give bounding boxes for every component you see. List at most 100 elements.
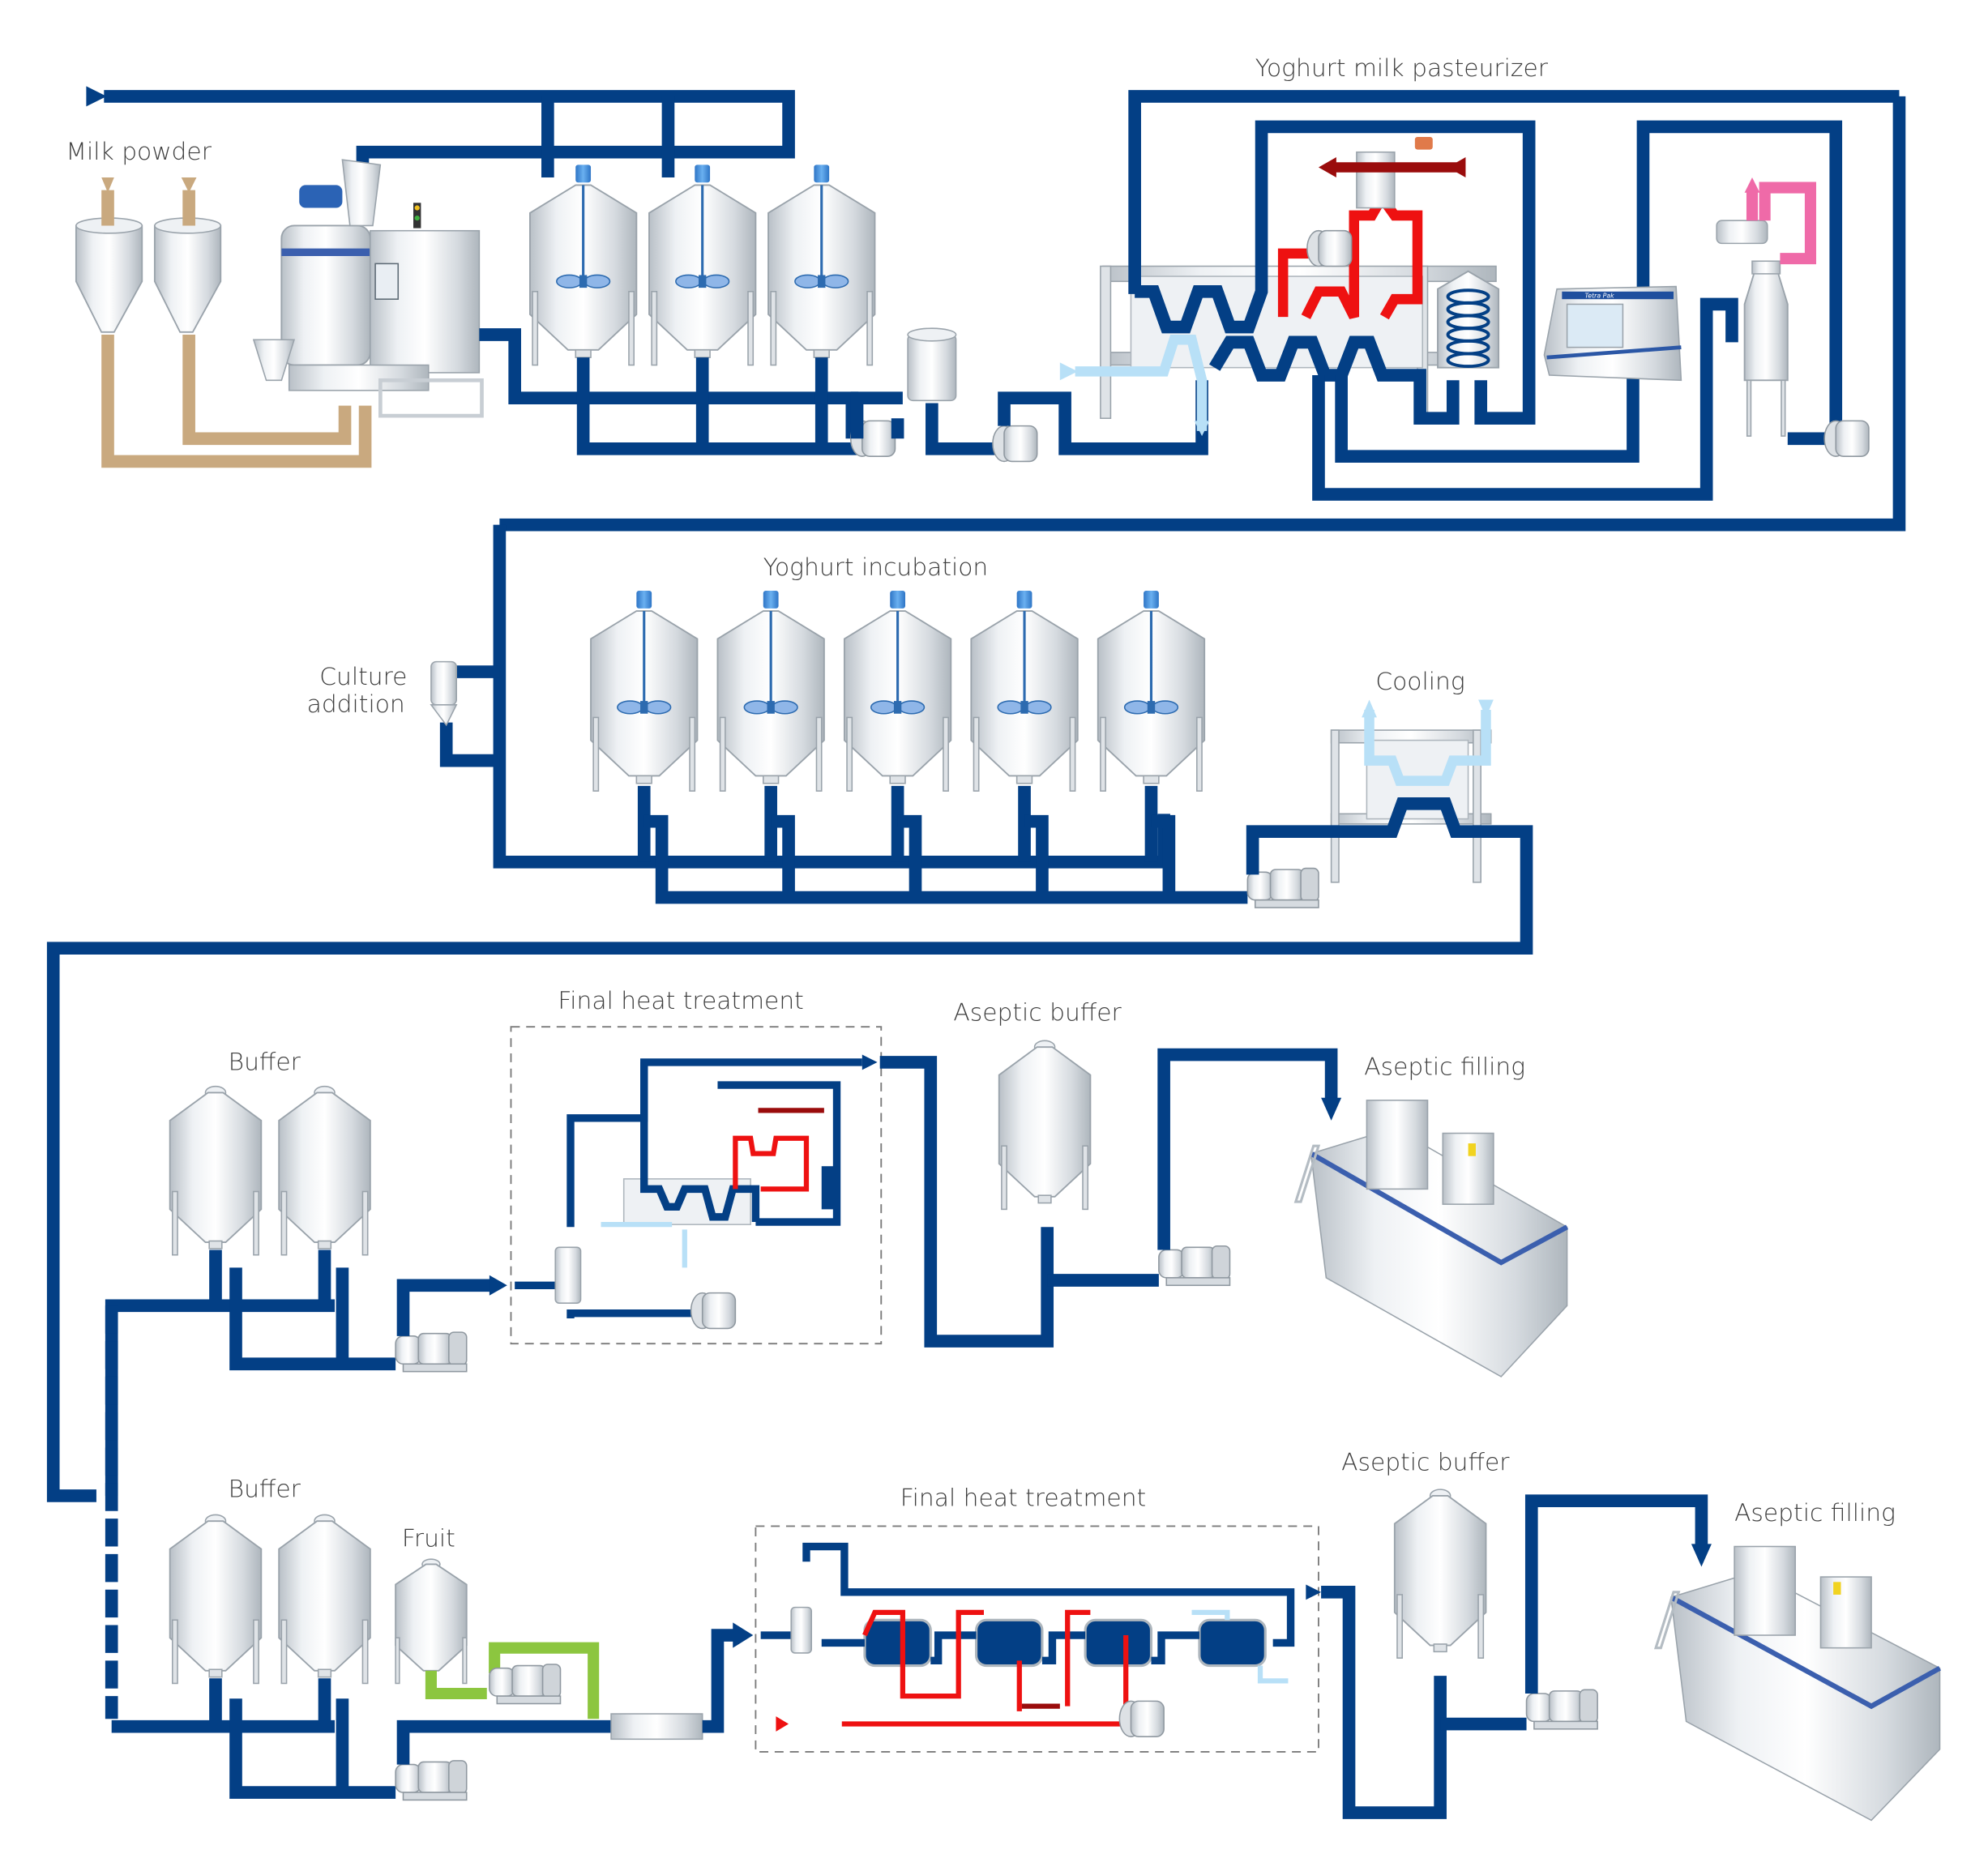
pipe-to-aseptic-buffer-a (879, 1056, 1054, 1348)
pipe-buffer-b-in (111, 1678, 336, 1733)
steam-heater (1318, 136, 1466, 209)
label-aseptic-buffer-2: Aseptic buffer (1341, 1449, 1510, 1477)
aseptic-buffer-tank-b (1393, 1489, 1487, 1660)
pump-2 (992, 425, 1038, 463)
aseptic-pump-b (1525, 1689, 1598, 1730)
pipe-tank-feed (541, 96, 675, 178)
cooling-water-in-arrow-icon (1059, 362, 1078, 381)
buffer-tank-b1 (169, 1514, 263, 1685)
label-buffer-2: Buffer (229, 1476, 301, 1504)
incubation-tank-3 (843, 589, 952, 792)
pipe-to-aseptic-buffer-b (1321, 1586, 1447, 1819)
arrow-heat-b-in-icon (733, 1622, 754, 1648)
pipe-vacuum (1746, 182, 1816, 265)
section-line-b: Buffer Fruit Final heat treatment (105, 1305, 1942, 1822)
label-culture-1: Culture (319, 663, 407, 691)
pipe-to-pasteurizer (998, 380, 1208, 455)
pipe-to-filler-a (1157, 1048, 1338, 1250)
arrow-filler-b-icon (1691, 1544, 1712, 1567)
incubation-tank-2 (716, 589, 826, 792)
mix-tank-2 (648, 163, 757, 367)
control-valve-icon (1414, 136, 1433, 150)
filling-machine-a (1293, 1100, 1569, 1378)
pipe-powder-out (101, 334, 372, 468)
section-line-a: Buffer Final heat treatment Aseptic buff… (105, 987, 1569, 1496)
vacuum-pump (1716, 220, 1768, 245)
label-final-heat-1: Final heat treatment (558, 987, 803, 1015)
label-aseptic-filling-2: Aseptic filling (1734, 1499, 1896, 1527)
label-final-heat-2: Final heat treatment (900, 1484, 1146, 1512)
label-pasteurizer: Yoghurt milk pasteurizer (1255, 54, 1549, 83)
mini-pasteurizer-a (554, 1062, 841, 1304)
inline-mixer (610, 1713, 703, 1741)
label-milk-powder: Milk powder (66, 138, 212, 166)
filling-machine-b (1653, 1545, 1942, 1822)
pipe-to-heat-b (702, 1629, 736, 1733)
final-heat-box-2 (755, 1525, 1319, 1753)
arrow-heat-b-out-icon (1306, 1584, 1322, 1600)
pipe-regen-loop (1135, 120, 1536, 425)
buffer-b-pump (395, 1760, 468, 1801)
section-mixing: Milk powder (66, 86, 1208, 468)
fruit-pump (489, 1664, 562, 1705)
pipe-buffer-a-in (105, 1249, 336, 1496)
section-incubation: Yoghurt incubation Culture addition Cool… (46, 524, 1533, 1502)
label-aseptic-buffer-1: Aseptic buffer (953, 998, 1122, 1027)
holding-tube (1437, 270, 1500, 369)
label-aseptic-filling-1: Aseptic filling (1364, 1053, 1525, 1082)
homogenizer: Tetra Pak (1543, 285, 1682, 382)
pipe-to-deaerator (1312, 297, 1738, 501)
fruit-tank (395, 1558, 468, 1685)
pipe-buffer-b-out (229, 1698, 396, 1799)
aseptic-buffer-tank-a (998, 1040, 1092, 1211)
buffer-tank-a1 (169, 1085, 263, 1256)
pipe-deaerator-loop (1636, 120, 1843, 431)
culture-dosing-unit (430, 660, 458, 727)
balance-tank (907, 327, 957, 402)
powder-hopper-1 (75, 177, 143, 333)
pipe-to-filler-b (1524, 1494, 1708, 1694)
pipe-cooling-water (1075, 334, 1208, 431)
steam-out-arrow-icon (1318, 156, 1336, 178)
pipe-powder-in (101, 190, 195, 226)
pipe-balance (850, 391, 997, 455)
incubation-tank-4 (969, 589, 1080, 792)
label-culture-2: addition (307, 690, 405, 719)
pipe-incubation-collector (643, 814, 1248, 904)
final-heat-box-1 (510, 1026, 883, 1345)
buffer-a-pump (395, 1331, 468, 1373)
pipe-to-homogenizer (1335, 375, 1640, 463)
hot-water-arrow-icon (776, 1716, 789, 1732)
label-buffer-1: Buffer (229, 1048, 301, 1076)
tubular-heat-exchanger (760, 1542, 1322, 1737)
mix-tank-3 (767, 163, 877, 367)
cooling-out-arrow-icon (1362, 699, 1377, 718)
arrow-filler-a-icon (1321, 1097, 1342, 1121)
arrow-heat-a-in-icon (489, 1275, 507, 1296)
pipe-cooling-loop (1364, 710, 1491, 786)
deaerator-pump (1823, 420, 1870, 457)
label-incubation: Yoghurt incubation (763, 553, 988, 582)
pipe-heating-section (1208, 335, 1460, 425)
mini-pump-a (690, 1292, 737, 1330)
deaerator (1743, 260, 1789, 437)
steam-in-arrow-icon (1447, 156, 1466, 178)
vacuum-out-arrow-icon (1744, 177, 1760, 193)
section-pasteurizer: Yoghurt milk pasteurizer (499, 54, 1906, 532)
buffer-tank-b2 (278, 1514, 371, 1685)
homogenizer-brand: Tetra Pak (1584, 293, 1614, 300)
buffer-tank-a2 (278, 1085, 371, 1256)
label-cooling: Cooling (1375, 668, 1464, 696)
pipe-buffer-a-out (229, 1267, 396, 1371)
arrow-inlet-icon (86, 86, 107, 107)
pipe-culture (439, 665, 500, 767)
incubation-tank-1 (589, 589, 699, 792)
mix-tank-1 (528, 163, 638, 367)
pipe-fruit (425, 1642, 600, 1719)
incubation-tank-5 (1097, 589, 1206, 792)
pipe-to-heat-a (396, 1279, 495, 1336)
hot-water-pump (1306, 229, 1353, 267)
arrow-heat-a-out-icon (861, 1054, 878, 1070)
aseptic-pump-a (1158, 1245, 1231, 1287)
